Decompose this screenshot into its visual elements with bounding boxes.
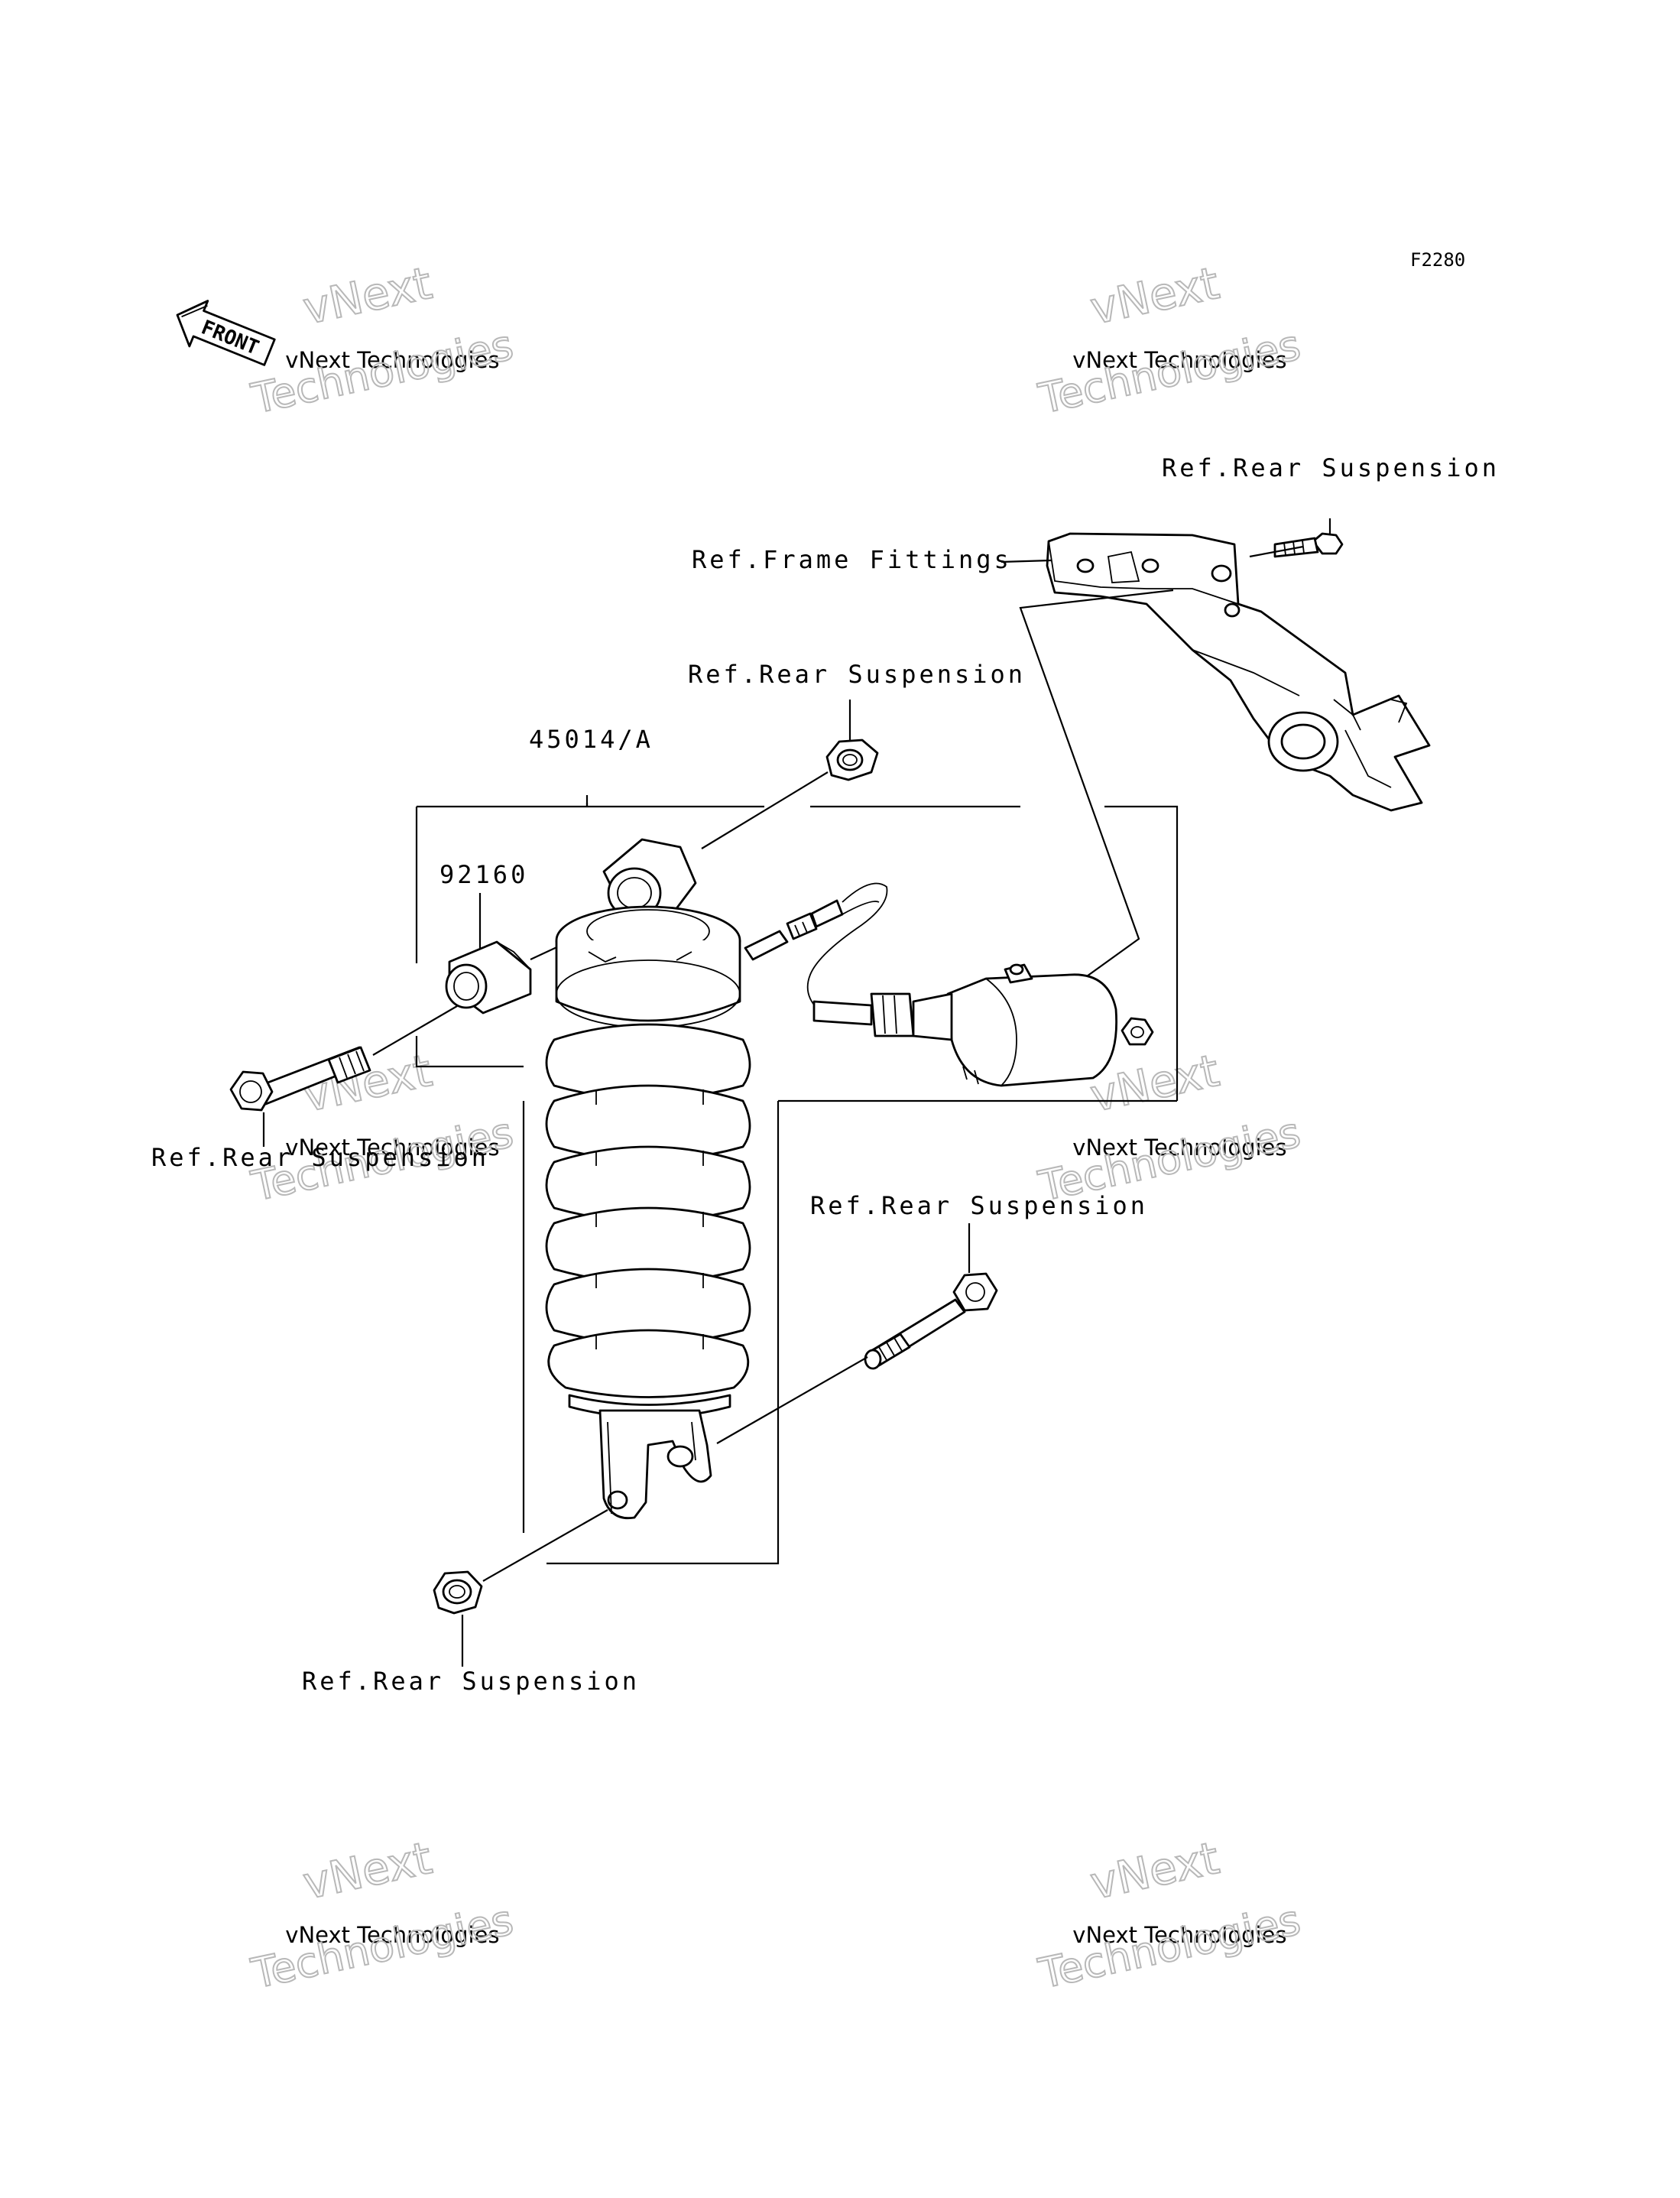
watermark-technologies: Technologies bbox=[1034, 1896, 1304, 1998]
label-ref-rear-suspension-lower-bolt: Ref.Rear Suspension bbox=[810, 1191, 1148, 1220]
assembly-bracket bbox=[415, 795, 1179, 1565]
label-ref-rear-suspension-bottom-nut: Ref.Rear Suspension bbox=[302, 1667, 640, 1696]
frame-bracket bbox=[1046, 532, 1431, 812]
watermark-company: vNext Technologies bbox=[285, 1135, 499, 1161]
leader-frame-fittings bbox=[1001, 559, 1052, 563]
watermark-company: vNext Technologies bbox=[1072, 347, 1286, 373]
leader-top-nut-shock bbox=[701, 771, 829, 849]
leader-lower-bolt-clevis bbox=[716, 1356, 868, 1444]
leader-top-bolt bbox=[1249, 545, 1304, 558]
label-ref-rear-suspension-left-bolt: Ref.Rear Suspension bbox=[151, 1143, 489, 1172]
collar-92160 bbox=[445, 940, 532, 1015]
watermark-technologies: Technologies bbox=[247, 321, 517, 424]
label-ref-frame-fittings: Ref.Frame Fittings bbox=[692, 545, 1012, 574]
watermark-technologies: Technologies bbox=[247, 1896, 517, 1998]
watermark-mid-left: vNext vNext Technologies Technologies bbox=[246, 1044, 517, 1212]
leader-collar-bolt bbox=[372, 1005, 458, 1056]
leader-bracket-reservoir bbox=[1019, 589, 1174, 995]
left-bolt bbox=[229, 1046, 371, 1112]
remote-reservoir bbox=[744, 882, 1154, 1087]
watermark-company: vNext Technologies bbox=[285, 347, 499, 373]
shock-absorber bbox=[545, 838, 751, 1520]
diagram-code: F2280 bbox=[1410, 249, 1465, 271]
label-ref-rear-suspension-nut-top: Ref.Rear Suspension bbox=[688, 660, 1026, 689]
label-ref-rear-suspension-top-right: Ref.Rear Suspension bbox=[1162, 453, 1500, 482]
front-arrow-icon: FRONT bbox=[176, 300, 276, 366]
watermark-technologies: Technologies bbox=[1034, 321, 1304, 424]
label-part-92160: 92160 bbox=[439, 860, 528, 889]
top-bolt bbox=[1273, 532, 1344, 558]
watermark-vnext: vNext bbox=[299, 1832, 436, 1910]
watermark-company: vNext Technologies bbox=[1072, 1922, 1286, 1948]
watermark-vnext: vNext bbox=[1086, 257, 1224, 335]
watermark-bottom-left: vNext vNext Technologies Technologies bbox=[246, 1831, 517, 1999]
bottom-nut bbox=[433, 1570, 483, 1615]
label-part-45014a: 45014/A bbox=[529, 725, 654, 754]
top-nut bbox=[825, 739, 879, 781]
watermark-company: vNext Technologies bbox=[285, 1922, 499, 1948]
watermark-company: vNext Technologies bbox=[1072, 1135, 1286, 1161]
watermark-vnext: vNext bbox=[299, 257, 436, 335]
leader-bottom-nut-clevis bbox=[482, 1509, 608, 1582]
watermark-vnext: vNext bbox=[1086, 1832, 1224, 1910]
watermark-top-left: vNext vNext Technologies Technologies bbox=[246, 256, 517, 424]
watermark-top-right: vNext vNext Technologies Technologies bbox=[1033, 256, 1305, 424]
watermark-bottom-right: vNext vNext Technologies Technologies bbox=[1033, 1831, 1305, 1999]
lower-bolt bbox=[864, 1272, 998, 1370]
